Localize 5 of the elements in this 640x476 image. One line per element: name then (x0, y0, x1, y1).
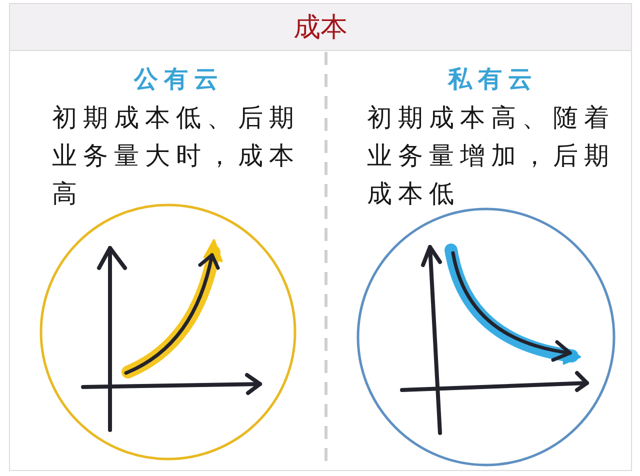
description-text: 初期成本低、后期业务量大时，成本高 (52, 102, 301, 210)
description-text: 初期成本高、随着业务量增加，后期成本低 (367, 102, 616, 210)
column-heading: 私有云 (446, 63, 538, 95)
column-heading: 公有云 (132, 63, 224, 95)
title-text: 成本 (294, 13, 348, 43)
